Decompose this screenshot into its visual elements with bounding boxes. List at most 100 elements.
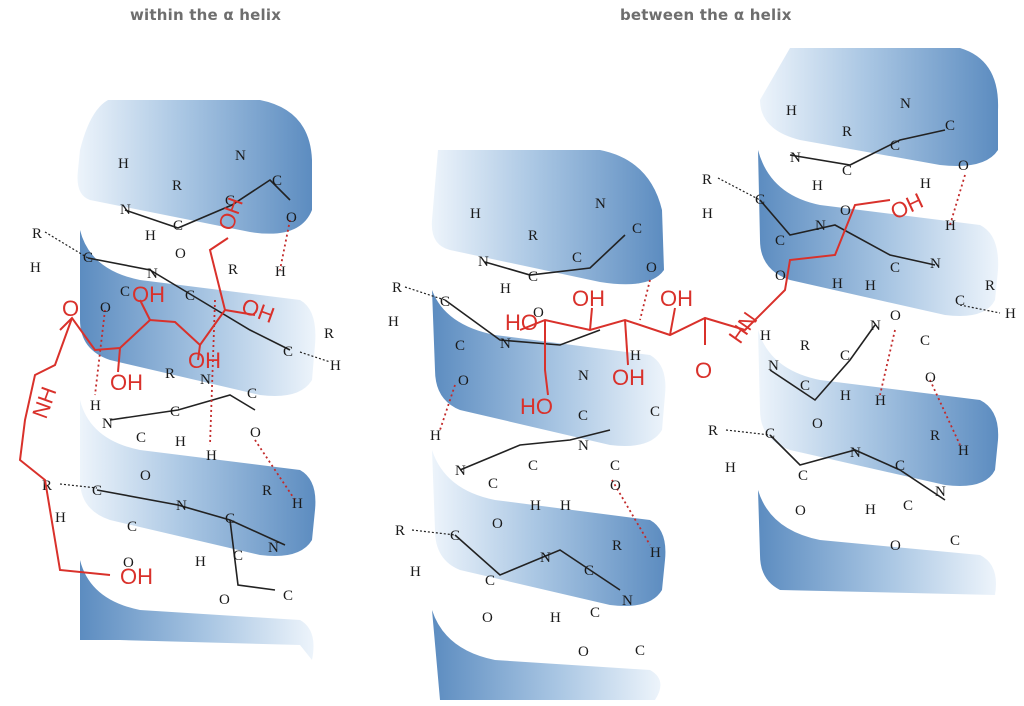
middle-atom-labels: N C O H N R C C O R H C H N C O N C N H …: [388, 196, 661, 660]
atom-label: H: [145, 228, 156, 244]
atom-label: N: [200, 372, 211, 388]
atom-label: O: [812, 416, 823, 432]
atom-label: H: [560, 498, 571, 514]
atom-label: N: [268, 540, 279, 556]
atom-label: H: [90, 398, 101, 414]
atom-label: O: [925, 370, 936, 386]
atom-label: O: [100, 300, 111, 316]
atom-label: H: [195, 554, 206, 570]
atom-label: R: [842, 124, 852, 140]
atom-label: H: [865, 502, 876, 518]
atom-label: N: [235, 148, 246, 164]
atom-label: C: [635, 643, 645, 659]
atom-label: R: [228, 262, 238, 278]
left-backbone-bonds: [87, 178, 291, 591]
panel-title-left: within the α helix: [130, 6, 282, 24]
atom-label: N: [540, 550, 551, 566]
atom-label: N: [147, 266, 158, 282]
atom-label: H: [330, 358, 341, 374]
hydrogen-bonds: [94, 174, 966, 546]
linker-hydroxyl: OH: [132, 282, 165, 307]
atom-label: N: [900, 96, 911, 112]
atom-label: H: [702, 206, 713, 222]
atom-label: C: [945, 118, 955, 134]
atom-label: N: [870, 318, 881, 334]
right-backbone-bonds: [759, 129, 946, 501]
atom-label: H: [430, 428, 441, 444]
middle-backbone-bonds: [444, 234, 626, 591]
atom-label: C: [173, 218, 183, 234]
atom-label: C: [890, 260, 900, 276]
atom-label: C: [895, 458, 905, 474]
atom-label: H: [550, 610, 561, 626]
atom-label: C: [610, 458, 620, 474]
linker-hydroxyl: OH: [110, 370, 143, 395]
atom-label: C: [590, 605, 600, 621]
middle-helix-ribbon: [431, 150, 666, 700]
atom-label: N: [595, 196, 606, 212]
atom-label: R: [262, 483, 272, 499]
atom-label: H: [725, 460, 736, 476]
linker-hydroxyl: OH: [660, 286, 693, 311]
atom-label: C: [450, 528, 460, 544]
atom-label: O: [175, 246, 186, 262]
left-atom-labels: H N C R N C C O O R H C H N H R C O C R …: [30, 148, 341, 608]
atom-label: O: [458, 373, 469, 389]
atom-label: H: [865, 278, 876, 294]
atom-label: H: [175, 434, 186, 450]
atom-label: C: [578, 408, 588, 424]
atom-label: C: [775, 233, 785, 249]
atom-label: R: [702, 172, 712, 188]
linker-hn-group: HN: [724, 307, 763, 347]
atom-label: C: [83, 250, 93, 266]
atom-label: O: [482, 610, 493, 626]
atom-label: C: [572, 250, 582, 266]
atom-label: R: [172, 178, 182, 194]
atom-label: N: [102, 416, 113, 432]
right-helix-ribbon: [758, 48, 999, 595]
atom-label: N: [768, 358, 779, 374]
atom-label: H: [30, 260, 41, 276]
atom-label: R: [800, 338, 810, 354]
atom-label: C: [840, 348, 850, 364]
atom-label: N: [622, 593, 633, 609]
atom-label: H: [275, 264, 286, 280]
atom-label: C: [247, 386, 257, 402]
atom-label: C: [890, 138, 900, 154]
atom-label: O: [610, 478, 621, 494]
atom-label: C: [283, 344, 293, 360]
atom-label: C: [92, 483, 102, 499]
atom-label: O: [250, 425, 261, 441]
atom-label: H: [388, 314, 399, 330]
atom-label: H: [500, 281, 511, 297]
atom-label: H: [118, 156, 129, 172]
atom-label: H: [530, 498, 541, 514]
atom-label: N: [850, 445, 861, 461]
atom-label: R: [32, 226, 42, 242]
left-helix-ribbon: [77, 100, 316, 660]
atom-label: N: [176, 498, 187, 514]
atom-label: C: [955, 293, 965, 309]
atom-label: N: [500, 336, 511, 352]
atom-label: C: [650, 404, 660, 420]
atom-label: C: [127, 519, 137, 535]
atom-label: N: [790, 150, 801, 166]
linker-carbonyl-o: O: [695, 358, 712, 383]
atom-label: H: [292, 496, 303, 512]
atom-label: R: [395, 523, 405, 539]
linker-hydroxyl: OH: [612, 365, 645, 390]
atom-label: N: [815, 218, 826, 234]
linker-hydroxyl: OH: [572, 286, 605, 311]
atom-label: O: [140, 468, 151, 484]
atom-label: O: [123, 555, 134, 571]
atom-label: C: [920, 333, 930, 349]
atom-label: O: [795, 503, 806, 519]
atom-label: C: [225, 193, 235, 209]
atom-label: O: [533, 305, 544, 321]
atom-label: O: [890, 538, 901, 554]
atom-label: C: [632, 221, 642, 237]
atom-label: H: [945, 218, 956, 234]
atom-label: C: [455, 338, 465, 354]
atom-label: C: [120, 284, 130, 300]
